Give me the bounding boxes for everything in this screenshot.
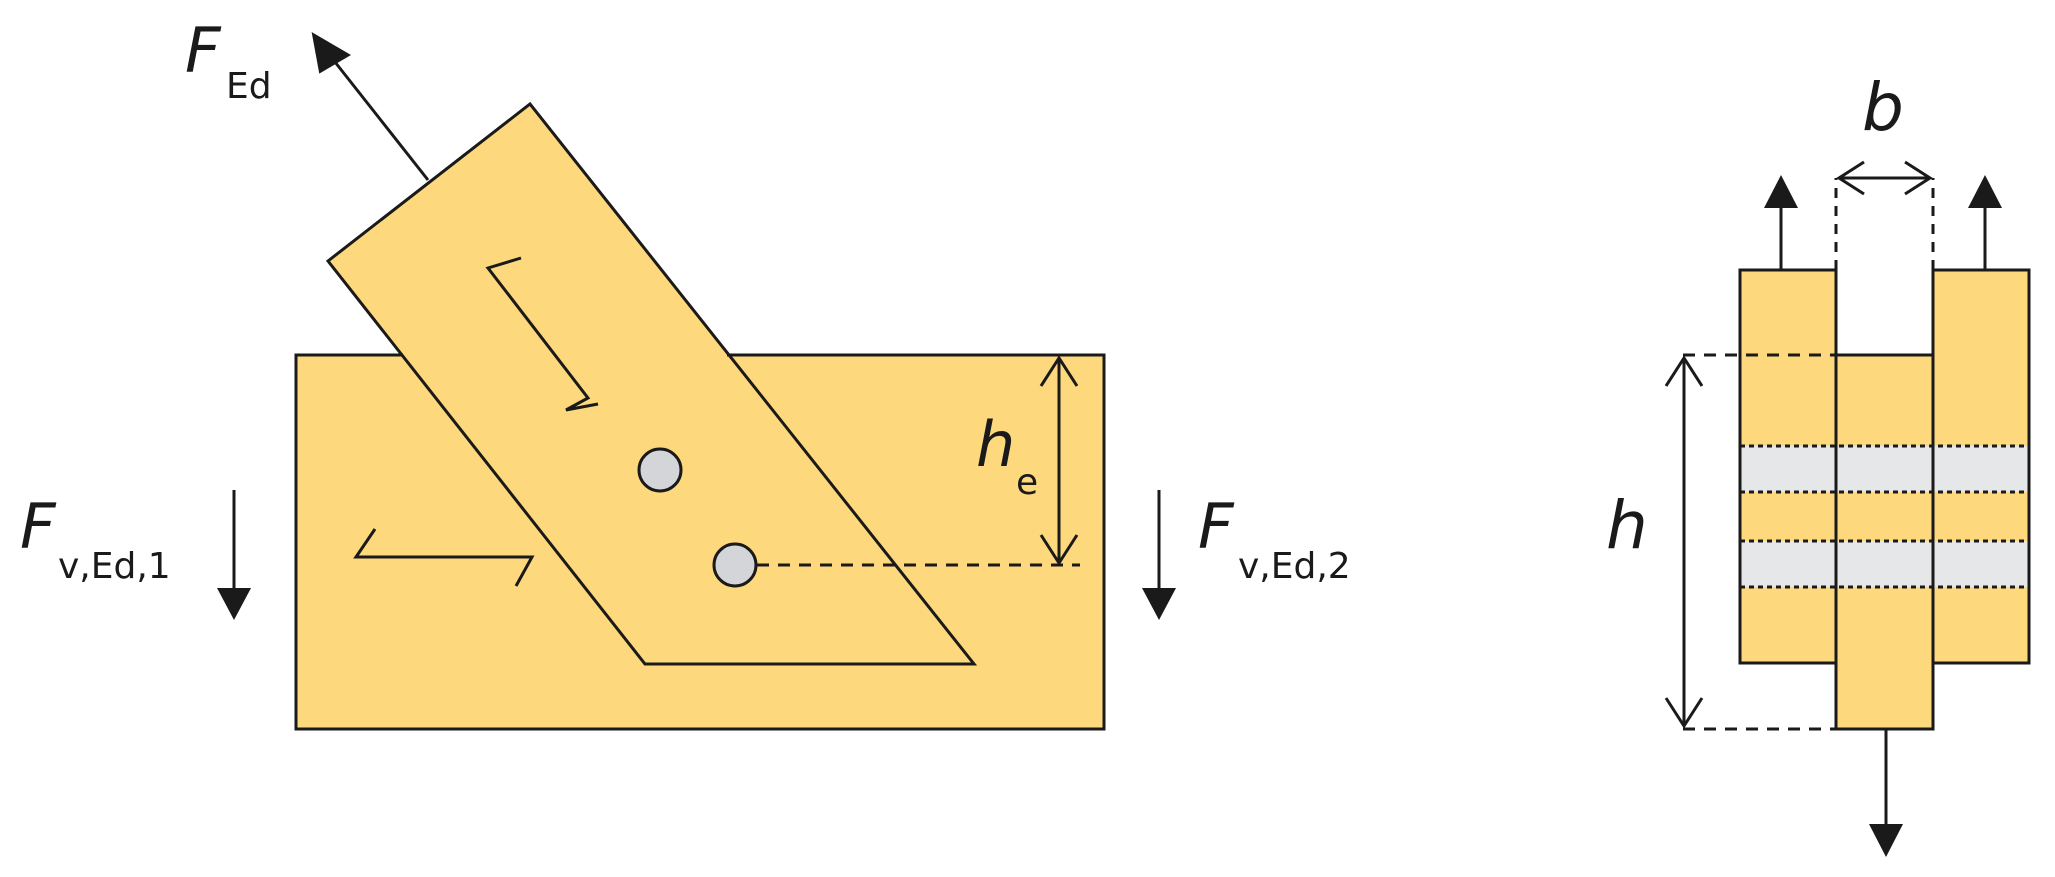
- f-v-ed-2-label: F v,Ed,2: [1198, 490, 1351, 587]
- f-ed-arrowhead: [311, 32, 351, 74]
- fastener-upper: [637, 447, 683, 493]
- h-arrowhead-top: [1664, 355, 1704, 387]
- b-label: b: [1862, 69, 1904, 146]
- middle-force-arrowhead: [1869, 824, 1903, 857]
- h-e-label-sub: e: [1016, 462, 1038, 503]
- b-arrowhead-left: [1836, 160, 1865, 196]
- b-arrowhead-right: [1904, 160, 1933, 196]
- grain-direction-symbol-main: [353, 528, 535, 587]
- h-label: h: [1606, 487, 1648, 564]
- h-e-label-main: h: [976, 408, 1015, 481]
- side-view: F Ed F v,Ed,1 F v,Ed,2 h e: [20, 14, 1351, 731]
- fastener-lower: [712, 542, 758, 588]
- inclined-timber-member: [325, 101, 978, 666]
- f-ed-label-sub: Ed: [226, 66, 272, 107]
- grain-direction-symbol-inclined: [485, 256, 599, 412]
- h-e-arrowhead-bottom: [1039, 534, 1079, 566]
- f-v-ed-2-label-main: F: [1198, 490, 1235, 563]
- f-v-ed-1-label: F v,Ed,1: [20, 490, 171, 587]
- cross-section-view: b h: [1606, 69, 2031, 857]
- f-v-ed-2-label-sub: v,Ed,2: [1238, 546, 1351, 587]
- h-arrowhead-bottom: [1664, 697, 1704, 729]
- f-ed-label: F Ed: [185, 14, 272, 107]
- fastener-band-lower: [1740, 541, 2029, 587]
- f-v-ed-1-label-sub: v,Ed,1: [58, 546, 171, 587]
- fastener-band-upper: [1740, 446, 2029, 492]
- f-ed-label-main: F: [185, 14, 222, 87]
- outer-right-force-arrowhead: [1968, 175, 2002, 208]
- f-v-ed-1-label-main: F: [20, 490, 57, 563]
- f-v-ed-2-arrowhead: [1142, 588, 1176, 620]
- outer-left-force-arrowhead: [1764, 175, 1798, 208]
- h-e-label: h e: [976, 408, 1038, 503]
- h-e-arrowhead-top: [1039, 355, 1079, 387]
- f-v-ed-1-arrowhead: [217, 588, 251, 620]
- f-ed-arrow: [333, 61, 430, 181]
